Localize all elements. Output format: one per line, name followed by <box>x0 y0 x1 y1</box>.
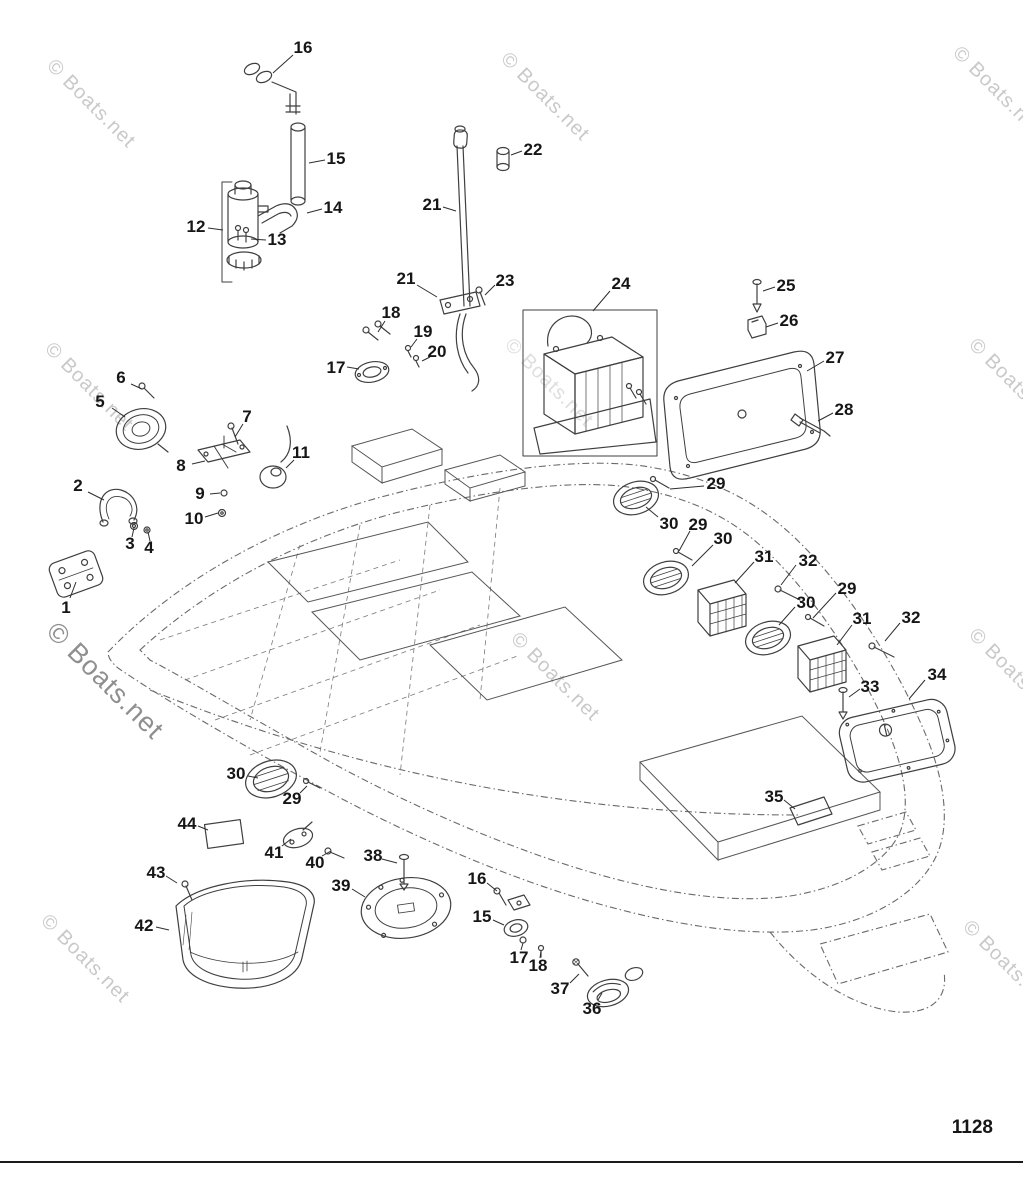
screw-23-sketch <box>475 286 486 306</box>
rod-21-sketch <box>439 125 481 392</box>
deck-plate-39-sketch <box>360 877 452 939</box>
fitting-16-sketch <box>243 62 301 115</box>
screw-32-sketch <box>774 585 895 658</box>
washer-4-sketch <box>143 526 151 534</box>
nut-10-sketch <box>217 508 227 518</box>
gasket-17-sketch <box>354 320 420 384</box>
bow-bracing <box>159 487 521 776</box>
door-27-sketch <box>663 350 821 480</box>
handle-2-sketch <box>99 488 138 527</box>
screw-7-sketch <box>227 422 239 445</box>
pin-33-sketch <box>838 686 848 720</box>
leader-lines <box>69 54 926 1001</box>
footer-rule <box>0 1161 1023 1163</box>
drain-fitting-sketch <box>493 887 545 958</box>
clip-26-sketch <box>747 315 767 339</box>
screw-28-sketch <box>790 413 831 437</box>
vent-30-sketch <box>744 620 792 656</box>
pad-44-sketch <box>203 819 245 849</box>
washer-9-sketch <box>220 489 228 497</box>
battery-box-24-sketch <box>522 309 658 457</box>
cap-22-sketch <box>496 146 510 172</box>
hull-outline <box>107 462 949 1013</box>
tube-15-sketch <box>290 122 306 206</box>
hatch-34-sketch <box>838 698 956 783</box>
screw-37-sketch <box>572 958 589 977</box>
ring-5-sketch <box>115 408 169 453</box>
screw-29-sketch <box>302 475 825 789</box>
vent-30-sketch <box>245 759 297 799</box>
screw-43-sketch <box>181 880 193 901</box>
vent-housing-31-sketch <box>797 635 847 693</box>
page-number: 1128 <box>951 1117 993 1138</box>
part-sketches <box>48 62 956 1008</box>
elbow-14-sketch <box>257 203 298 234</box>
pad-35-sketch <box>789 796 833 826</box>
grommet-11-sketch <box>259 425 291 489</box>
vent-housing-31-sketch <box>697 579 747 637</box>
bracket-41-sketch <box>282 821 314 849</box>
latch-8-sketch <box>197 435 251 469</box>
screw-6-sketch <box>138 382 155 399</box>
screw-38-sketch <box>398 853 410 891</box>
vent-30-sketch <box>642 560 690 596</box>
bracket-1-sketch <box>48 550 104 598</box>
vent-30-sketch <box>612 480 660 516</box>
deck-structures <box>267 428 881 862</box>
screw-25-sketch <box>752 278 762 313</box>
pump-12-sketch <box>221 180 269 283</box>
bucket-42-sketch <box>175 879 315 989</box>
scupper-36-sketch <box>586 966 644 1008</box>
